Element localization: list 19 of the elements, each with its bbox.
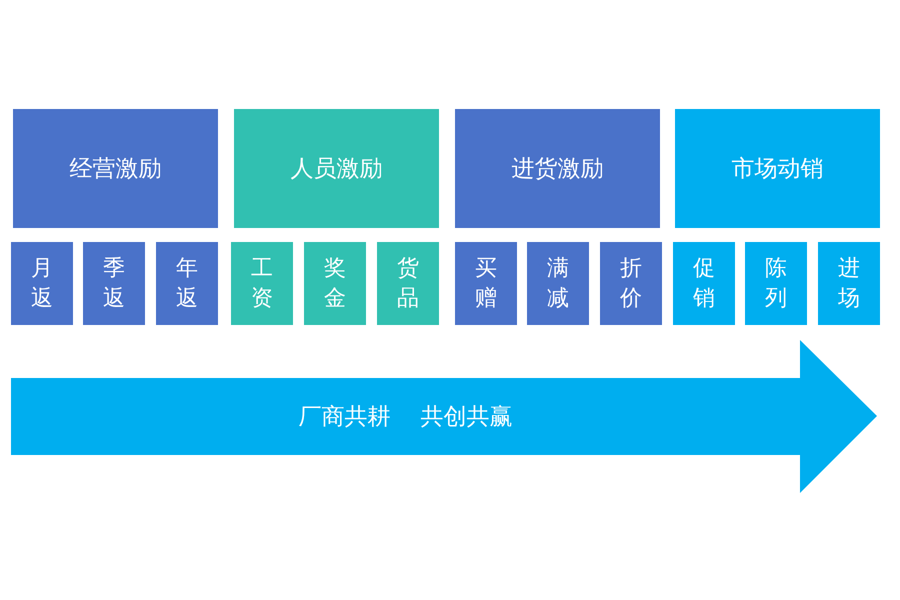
item-tile: 季返	[83, 242, 145, 325]
item-tile: 工资	[231, 242, 293, 325]
arrow-banner	[11, 340, 878, 494]
category-header: 进货激励	[455, 109, 660, 228]
category-header: 市场动销	[675, 109, 880, 228]
item-tile: 货品	[377, 242, 439, 325]
category-header: 经营激励	[13, 109, 218, 228]
item-tile: 进场	[818, 242, 880, 325]
item-tile: 折价	[600, 242, 662, 325]
item-tile: 年返	[156, 242, 218, 325]
item-tile: 月返	[11, 242, 73, 325]
item-tile: 陈列	[745, 242, 807, 325]
category-header: 人员激励	[234, 109, 439, 228]
item-tile: 买赠	[455, 242, 517, 325]
item-tile: 奖金	[304, 242, 366, 325]
banner-text: 厂商共耕	[298, 403, 390, 432]
banner-text: 共创共赢	[420, 403, 512, 432]
item-tile: 促销	[673, 242, 735, 325]
item-tile: 满减	[527, 242, 589, 325]
